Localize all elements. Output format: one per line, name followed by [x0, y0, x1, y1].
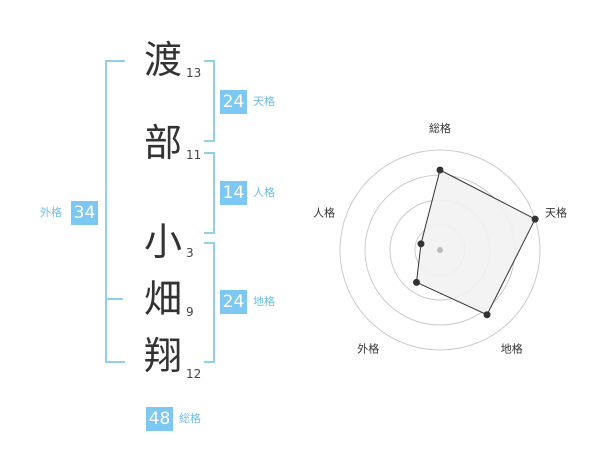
jinkaku-value: 14 [220, 181, 247, 205]
soukaku-label: 総格 [179, 412, 201, 425]
radar-axis-label-3: 地格 [501, 342, 523, 356]
gaikaku-label: 外格 [40, 206, 62, 219]
stroke-count-3: 3 [186, 246, 194, 260]
jinkaku-bracket [204, 152, 215, 234]
radar-axis-label-1: 総格 [429, 121, 451, 135]
gaikaku-bracket [105, 60, 125, 363]
chikaku-value: 24 [220, 290, 247, 314]
radar-point-2 [531, 215, 539, 223]
jinkaku-label: 人格 [253, 186, 275, 199]
radar-axis-label-4: 外格 [357, 342, 379, 356]
stroke-count-4: 9 [186, 305, 194, 319]
radar-point-1 [436, 166, 444, 174]
name-char-1: 渡 [143, 38, 182, 82]
chikaku-bracket [204, 242, 215, 363]
chikaku-label: 地格 [253, 295, 275, 308]
radar-point-3 [483, 311, 491, 319]
soukaku-value: 48 [146, 407, 173, 431]
radar-axis-label-5: 人格 [313, 205, 335, 219]
radar-ring-4 [339, 149, 541, 351]
tenkaku-value: 24 [220, 90, 247, 114]
radar-point-5 [417, 240, 425, 248]
name-char-2: 部 [143, 121, 182, 165]
radar-axis-label-2: 天格 [545, 205, 567, 219]
name-char-5: 翔 [143, 334, 182, 378]
name-char-4: 畑 [143, 277, 182, 321]
stroke-count-5: 12 [186, 367, 202, 381]
tenkaku-bracket [204, 60, 215, 142]
radar-point-4 [412, 278, 420, 286]
gaikaku-bracket-divider [105, 298, 123, 300]
radar-center-dot [437, 247, 443, 253]
stroke-count-2: 11 [186, 148, 202, 162]
stroke-count-1: 13 [186, 66, 202, 80]
radar-series-polygon [415, 169, 536, 316]
tenkaku-label: 天格 [253, 95, 275, 108]
name-char-3: 小 [143, 220, 182, 264]
gaikaku-value: 34 [71, 201, 98, 225]
